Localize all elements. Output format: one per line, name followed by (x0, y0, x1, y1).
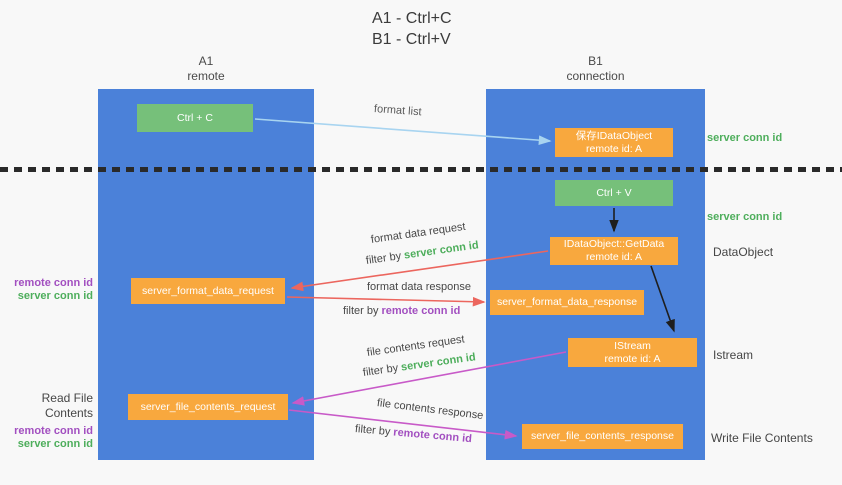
getdata-line2: remote id: A (585, 251, 643, 263)
format-response-label: server_format_data_response (496, 296, 638, 308)
server-conn-id-left-1: server conn id (17, 290, 93, 302)
left-conn-ids-upper: remote conn id server conn id (0, 277, 93, 303)
server-conn-id-left-2: server conn id (17, 438, 93, 450)
column-a-name: remote (187, 69, 225, 83)
save-idataobject-node: 保存IDataObject remote id: A (555, 128, 673, 157)
server-conn-id-text: server conn id (403, 239, 480, 262)
server-file-contents-response-node: server_file_contents_response (522, 424, 683, 449)
server-conn-id-text: server conn id (400, 351, 477, 374)
format-request-label: server_format_data_request (142, 284, 274, 297)
column-a-header: A1 remote (98, 54, 314, 84)
filter-by-text: filter by (354, 423, 391, 439)
istream-line1: IStream (614, 339, 651, 352)
file-request-label: server_file_contents_request (140, 400, 276, 413)
save-idataobject-line1: 保存IDataObject (575, 129, 653, 142)
dataobject-label: DataObject (713, 245, 774, 259)
write-file-contents-label: Write File Contents (711, 431, 813, 445)
format-list-label: format list (373, 103, 422, 119)
server-file-contents-request-node: server_file_contents_request (128, 394, 288, 420)
save-idataobject-line2: remote id: A (585, 142, 643, 155)
filter-by-text: filter by (362, 362, 399, 379)
column-b-name: connection (566, 69, 625, 83)
istream-node: IStream remote id: A (568, 338, 697, 367)
left-conn-ids-lower: Read File Contents remote conn id server… (0, 391, 93, 451)
ctrl-c-node: Ctrl + C (137, 104, 253, 132)
arrow-format-data-response (286, 296, 486, 307)
server-conn-id-right-1: server conn id (707, 132, 783, 144)
title-line-2: B1 - Ctrl+V (372, 31, 451, 48)
title-line-1: A1 - Ctrl+C (372, 10, 452, 27)
file-contents-response-label: file contents response (376, 397, 484, 422)
read-file-contents-label: Read File Contents (41, 391, 93, 420)
server-format-data-request-node: server_format_data_request (131, 278, 285, 304)
idataobject-getdata-node: IDataObject::GetData remote id: A (550, 237, 678, 265)
server-format-data-response-node: server_format_data_response (490, 290, 644, 315)
column-a-id: A1 (198, 54, 214, 68)
remote-conn-id-left-2: remote conn id (14, 425, 93, 437)
diagram-title: A1 - Ctrl+C B1 - Ctrl+V (372, 8, 452, 50)
ctrl-c-label: Ctrl + C (177, 111, 213, 124)
istream-side-label: Istream (713, 348, 754, 362)
column-b-header: B1 connection (486, 54, 705, 84)
getdata-line1: IDataObject::GetData (563, 238, 665, 250)
remote-conn-id-left-1: remote conn id (14, 277, 93, 289)
remote-conn-id-text: remote conn id (381, 305, 461, 317)
remote-conn-id-text: remote conn id (392, 426, 473, 446)
ctrl-v-label: Ctrl + V (596, 186, 632, 199)
column-b-id: B1 (588, 54, 603, 68)
ctrl-v-node: Ctrl + V (555, 180, 673, 206)
istream-line2: remote id: A (604, 352, 661, 365)
file-response-label: server_file_contents_response (530, 430, 674, 442)
filter-by-text: filter by (343, 305, 379, 317)
format-data-response-label: format data response (367, 281, 471, 293)
filter-by-text: filter by (365, 250, 402, 267)
server-conn-id-right-2: server conn id (707, 211, 783, 223)
dotted-divider (0, 167, 842, 172)
